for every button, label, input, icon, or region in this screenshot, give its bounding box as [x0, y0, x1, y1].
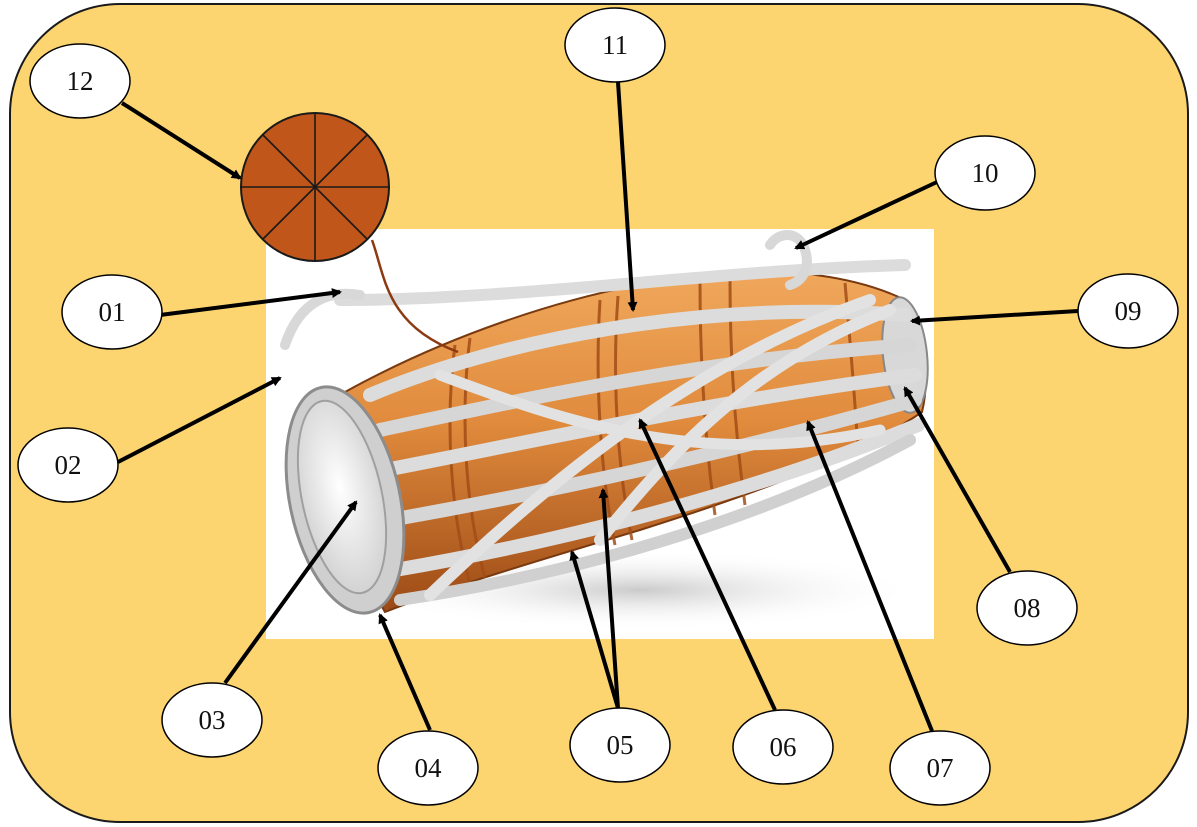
callout-01: 01 — [61, 274, 163, 350]
callout-arrow-01 — [159, 288, 342, 317]
callout-number: 02 — [55, 450, 82, 480]
callout-number: 11 — [602, 30, 628, 60]
callout-08: 08 — [976, 570, 1078, 646]
callout-number: 05 — [607, 730, 634, 760]
callout-number: 06 — [770, 732, 797, 762]
callout-circle — [61, 274, 163, 350]
callout-04: 04 — [377, 730, 479, 806]
callout-05: 05 — [569, 707, 671, 783]
callout-02: 02 — [17, 427, 119, 503]
callout-03: 03 — [161, 682, 263, 758]
callout-number: 12 — [67, 66, 94, 96]
callout-circle — [29, 43, 131, 119]
callout-arrow-09 — [910, 309, 1079, 326]
callout-arrow-08 — [903, 386, 1012, 573]
callout-arrow-10 — [794, 180, 938, 250]
callout-number: 09 — [1115, 296, 1142, 326]
callout-number: 08 — [1014, 593, 1041, 623]
drum-head-icon — [240, 112, 459, 354]
callout-arrow-05-2 — [598, 488, 620, 709]
callout-07: 07 — [889, 730, 991, 806]
drum-body — [280, 230, 929, 615]
callout-arrow-12 — [120, 101, 242, 180]
callout-circle — [377, 730, 479, 806]
callout-10: 10 — [934, 135, 1036, 211]
callout-06: 06 — [732, 709, 834, 785]
callout-arrows — [117, 81, 1079, 732]
callout-number: 04 — [415, 753, 443, 783]
callout-arrow-07 — [806, 420, 934, 732]
callout-09: 09 — [1077, 273, 1179, 349]
callout-12: 12 — [29, 43, 131, 119]
callout-arrow-05-1 — [569, 550, 620, 709]
callout-arrow-02 — [117, 376, 282, 464]
callout-number: 03 — [199, 705, 226, 735]
drum-photo — [266, 229, 934, 639]
callout-number: 01 — [99, 297, 126, 327]
callout-circle — [1077, 273, 1179, 349]
callout-arrow-04 — [378, 613, 432, 731]
callout-number: 10 — [972, 158, 999, 188]
callout-circle — [17, 427, 119, 503]
callout-11: 11 — [564, 7, 666, 83]
callout-circle — [564, 7, 666, 83]
callout-number: 07 — [927, 753, 954, 783]
callout-circle — [976, 570, 1078, 646]
callout-arrow-06 — [638, 418, 777, 711]
callout-circle — [934, 135, 1036, 211]
callout-arrow-11 — [616, 81, 638, 312]
callout-labels: 01 02 03 04 05 06 07 08 09 10 11 12 — [17, 7, 1179, 806]
callout-circle — [889, 730, 991, 806]
callout-circle — [161, 682, 263, 758]
callout-circle — [732, 709, 834, 785]
callout-circle — [569, 707, 671, 783]
callout-arrow-03 — [223, 500, 358, 685]
